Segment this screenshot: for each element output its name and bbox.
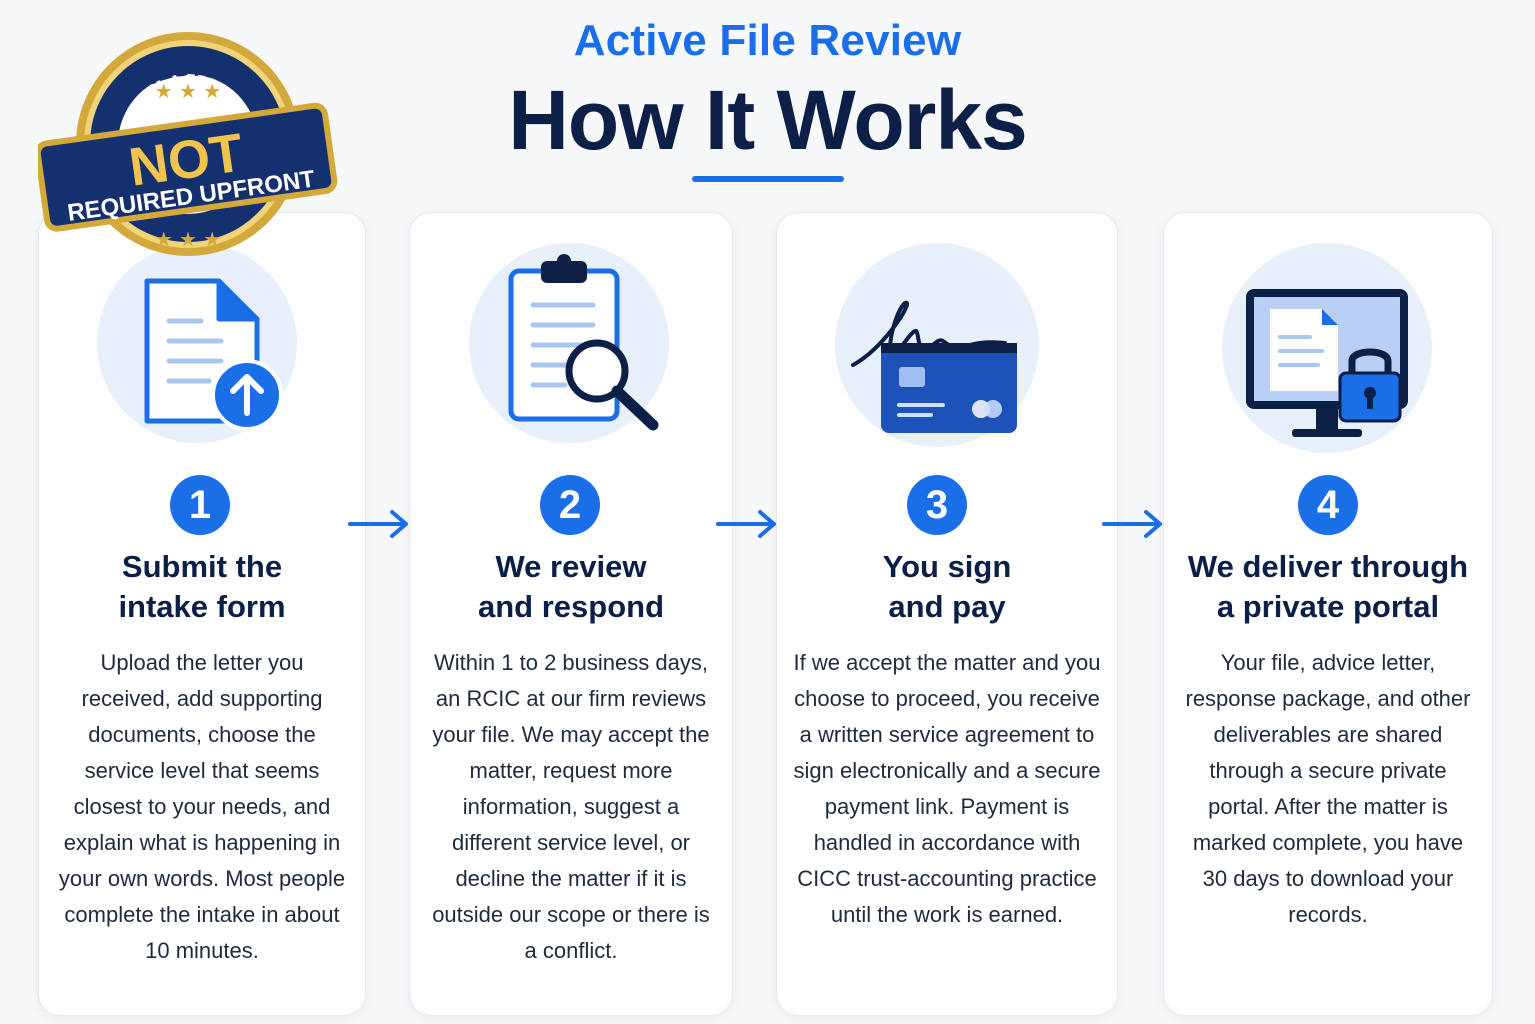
step-title-4: We deliver through a private portal (1187, 549, 1469, 624)
signature-card-icon (835, 243, 1039, 447)
step-title-1: Submit the intake form (118, 549, 286, 624)
document-upload-icon (97, 243, 297, 443)
step-body-1: Upload the letter you received, add supp… (58, 650, 346, 963)
step-body-4: Your file, advice letter, response packa… (1185, 650, 1471, 927)
step-number-4: 4 (1298, 475, 1358, 535)
step-number-3: 3 (907, 475, 967, 535)
arrow-right-icon (1102, 510, 1162, 538)
step-card-2: 2 We review and respond Within 1 to 2 bu… (409, 212, 733, 1016)
step-title-2: We review and respond (477, 549, 664, 624)
step-card-1: 1 Submit the intake form Upload the lett… (38, 212, 366, 1016)
no-credit-card-badge-icon: NO CREDIT CARD ★ ★ ★ NOT REQUIRED UPFRON… (38, 14, 338, 256)
title-underline (692, 176, 844, 182)
page-title: How It Works (508, 73, 1028, 167)
clipboard-magnifier-icon (469, 243, 669, 443)
badge-stars-top: ★ ★ ★ (155, 79, 222, 103)
monitor-lock-icon (1222, 243, 1432, 453)
arrow-right-icon (716, 510, 776, 538)
step-card-3: 3 You sign and pay If we accept the matt… (776, 212, 1118, 1016)
step-title-3: You sign and pay (882, 549, 1012, 624)
badge-stars-bottom: ★ ★ ★ (155, 227, 222, 251)
step-number-2: 2 (540, 475, 600, 535)
arrow-right-icon (348, 510, 408, 538)
step-card-4: 4 We deliver through a private portal Yo… (1163, 212, 1493, 1016)
page-eyebrow: Active File Review (573, 16, 962, 65)
step-body-3: If we accept the matter and you choose t… (793, 650, 1101, 927)
step-body-2: Within 1 to 2 business days, an RCIC at … (432, 650, 710, 963)
step-number-1: 1 (170, 475, 230, 535)
